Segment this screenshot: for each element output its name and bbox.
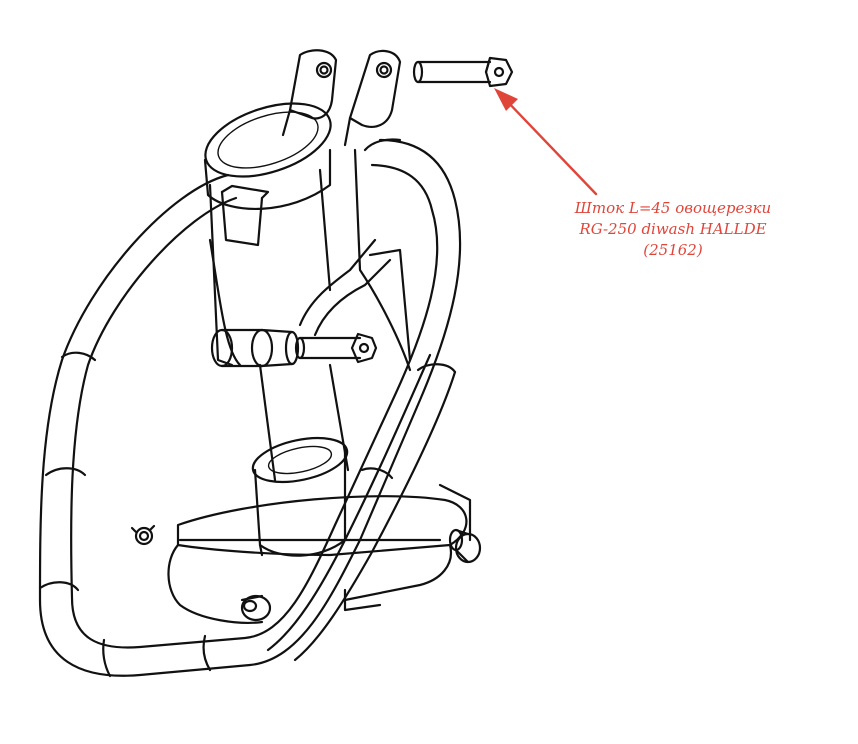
- screw-left: [130, 524, 156, 546]
- feed-tube-cylinder: [203, 102, 332, 247]
- bolt-right: [448, 528, 482, 564]
- callout-line-3: (25162): [643, 241, 703, 259]
- callout-label: Шток L=45 овощерезки RG-250 diwash HALLD…: [548, 198, 798, 261]
- front-tube: [266, 353, 457, 662]
- nut-lower: [240, 594, 272, 622]
- rod-part: [412, 56, 514, 88]
- base-housing: [167, 483, 472, 624]
- main-column: [208, 148, 412, 482]
- installed-rod: [210, 328, 378, 368]
- handle-frame: [38, 138, 462, 678]
- lower-knob: [251, 436, 349, 557]
- mounting-brackets: [281, 49, 402, 147]
- callout-line-1: Шток L=45 овощерезки: [574, 199, 772, 217]
- callout-arrow: [494, 88, 598, 196]
- lower-arm: [298, 238, 392, 337]
- callout-line-2: RG-250 diwash HALLDE: [579, 220, 767, 238]
